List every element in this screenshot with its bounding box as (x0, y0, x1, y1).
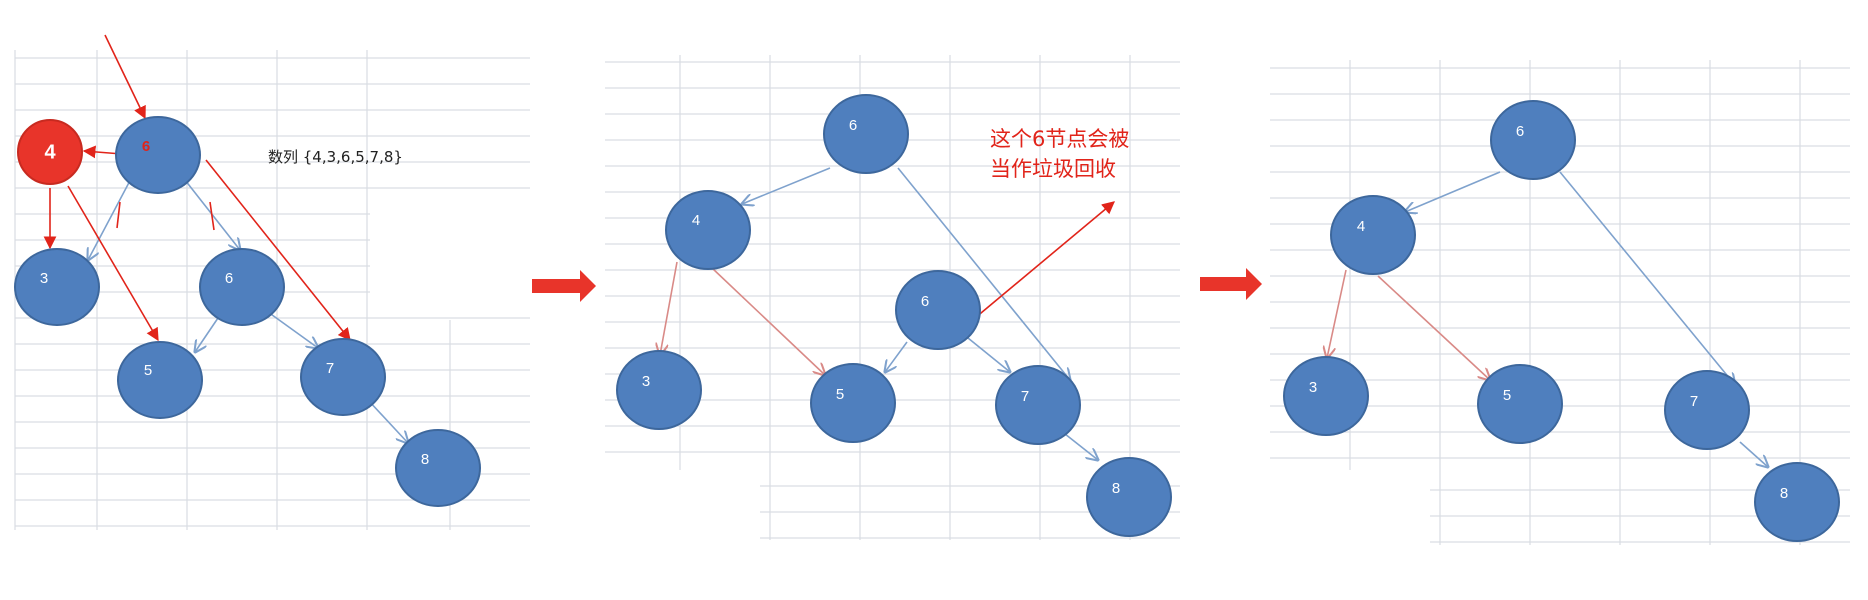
tree-node: 4 (665, 190, 751, 270)
node-label: 5 (144, 362, 152, 379)
node-label: 8 (1780, 485, 1788, 502)
node-label: 6 (1516, 123, 1524, 140)
panel-1-grid (14, 50, 530, 530)
tree-node: 8 (1086, 457, 1172, 537)
edge-6-to-3 (88, 174, 134, 260)
node-label: 3 (40, 270, 48, 287)
tree-node: 5 (1477, 364, 1563, 444)
node-label: 7 (1021, 388, 1029, 405)
cut-mark-left (116, 201, 121, 229)
tree-node: 3 (1283, 356, 1369, 436)
gc-annotation-line-1: 这个6节点会被 (990, 127, 1129, 151)
node-label: 6 (849, 117, 857, 134)
panel-3: 6 4 3 5 7 8 (1270, 60, 1850, 545)
svg-text:4: 4 (44, 141, 56, 163)
tree-node: 6 (1490, 100, 1576, 180)
incoming-arrow (104, 34, 146, 120)
node-label: 4 (1357, 218, 1365, 235)
right-arrow-icon (532, 270, 596, 302)
tree-node: 6 (823, 94, 909, 174)
node-label: 7 (1690, 393, 1698, 410)
tree-node: 6 (199, 248, 285, 326)
node-label: 3 (1309, 379, 1317, 396)
tree-node: 3 (616, 350, 702, 430)
panel-2: 6 4 3 6 5 7 8 这个6节点会被 当作垃圾回收 (605, 55, 1180, 540)
tree-node: 8 (395, 429, 481, 507)
edge-4-to-5 (1377, 275, 1490, 380)
arrow-4-to-5 (67, 185, 159, 342)
node-label: 8 (421, 451, 429, 468)
sequence-label: 数列 {4,3,6,5,7,8} (268, 148, 403, 166)
panel-1: 6 4 3 6 5 7 8 数列 {4,3,6,5,7,8} (14, 34, 530, 530)
panel-3-grid (1270, 60, 1850, 545)
edge-7-to-8 (367, 399, 408, 443)
gc-annotation-line-2: 当作垃圾回收 (990, 157, 1116, 181)
orphan-node: 6 (895, 270, 981, 350)
edge-7-to-8 (1739, 441, 1768, 467)
edge-6-to-7 (897, 167, 1070, 380)
tree-node: 5 (810, 363, 896, 443)
edge-6-to-4 (1405, 171, 1501, 212)
right-arrow-icon (1200, 268, 1262, 300)
new-node-marker: 4 (17, 119, 83, 185)
edge-6-to-5 (195, 317, 219, 352)
tree-node: 7 (995, 365, 1081, 445)
cut-mark-right (209, 201, 215, 231)
tree-node: 8 (1754, 462, 1840, 542)
edge-6-to-7 (267, 311, 318, 348)
arrow-6-to-7 (205, 159, 351, 341)
node-label: 6 (921, 293, 929, 310)
tree-node: 3 (14, 248, 100, 326)
edge-6-to-7b (967, 337, 1010, 372)
node-label: 6 (142, 138, 150, 155)
node-label: 7 (326, 360, 334, 377)
node-label: 8 (1112, 480, 1120, 497)
node-label: 3 (642, 373, 650, 390)
edge-4-to-3 (1327, 269, 1347, 358)
node-label: 5 (836, 386, 844, 403)
node-label: 6 (225, 270, 233, 287)
node-label: 5 (1503, 387, 1511, 404)
edge-6-to-7 (1559, 171, 1735, 385)
edge-6-to-5 (885, 341, 908, 372)
tree-node: 7 (300, 338, 386, 416)
edge-4-to-5 (711, 267, 825, 375)
edge-4-to-3 (660, 261, 678, 355)
annotation-pointer (974, 201, 1115, 319)
tree-node: 4 (1330, 195, 1416, 275)
tree-node: 5 (117, 341, 203, 419)
tree-node: 6 (115, 116, 201, 194)
tree-node: 7 (1664, 370, 1750, 450)
node-label: 4 (692, 212, 700, 229)
edge-6-to-4 (742, 167, 831, 204)
